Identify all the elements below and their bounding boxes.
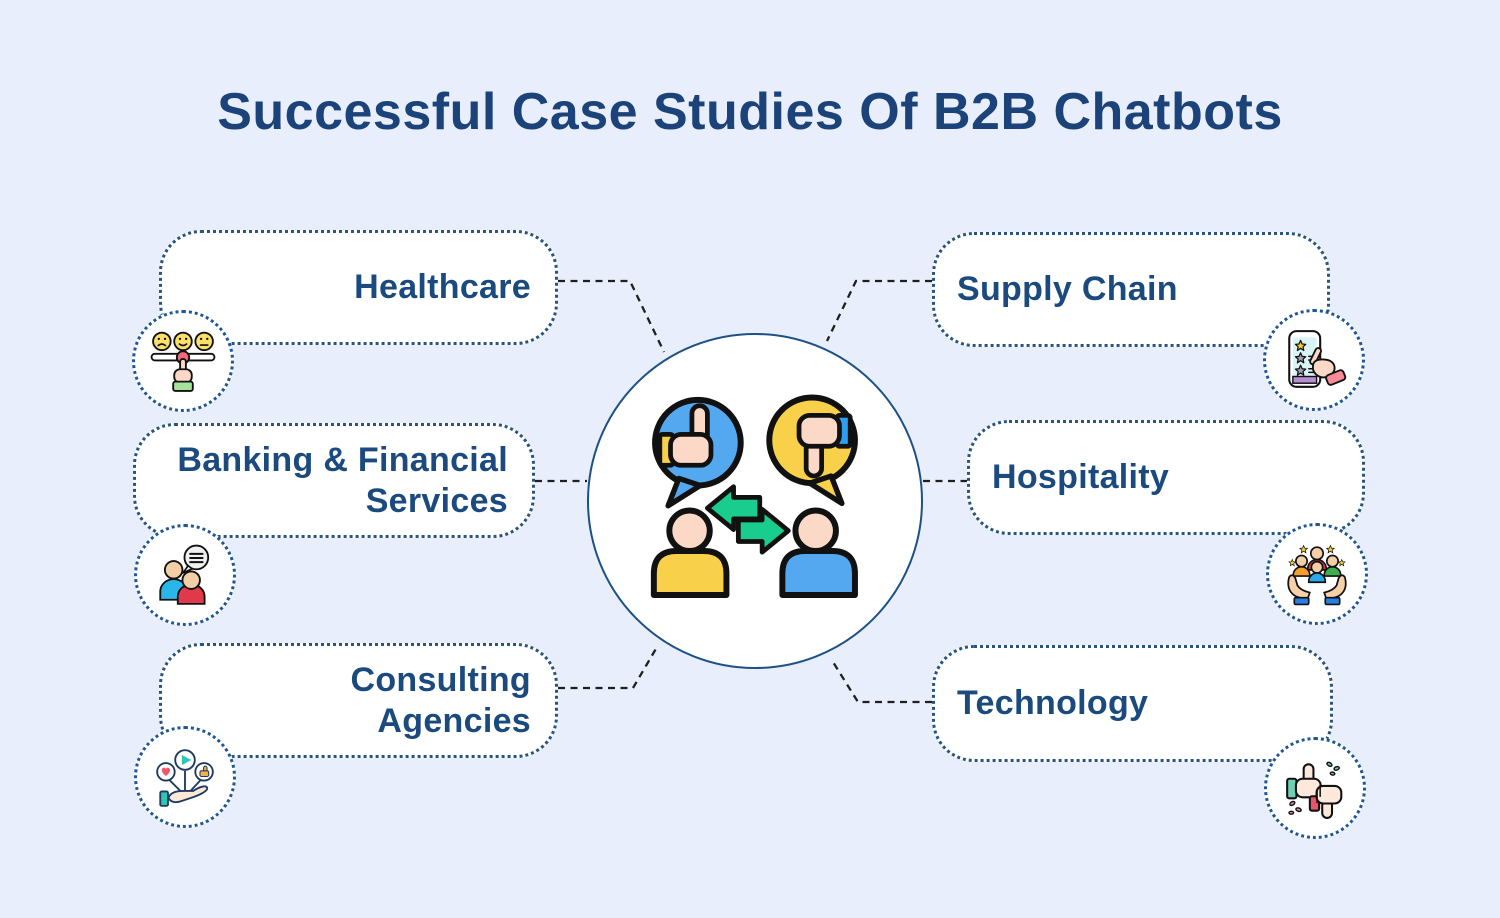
node-hospitality-box: Hospitality [967,420,1365,535]
node-banking-label: Banking & Financial Services [177,440,508,520]
node-technology-label: Technology [957,684,1149,723]
emoji-feedback-slider-icon [150,331,216,392]
connector-healthcare [558,279,666,353]
hospitality-icon-badge [1266,523,1368,625]
technology-icon-badge [1264,737,1366,839]
person-left-head [666,507,713,554]
consulting-icon-badge [134,726,236,828]
connector-supply-chain [825,279,932,342]
thumbs-up-down-icon [1286,761,1343,819]
hand-engagement-icon [156,749,214,807]
node-consulting-label: Consulting Agencies [350,660,531,740]
phone-rating-icon [1288,330,1347,388]
node-supply-chain-box: Supply Chain [932,232,1330,347]
connector-technology [832,661,932,704]
feedback-exchange-illustration [650,394,858,598]
person-right-body [779,548,858,598]
connector-consulting [558,646,658,690]
arrow-right [735,506,791,555]
node-banking-box: Banking & Financial Services [133,423,535,538]
page-title: Successful Case Studies Of B2B Chatbots [217,83,1283,141]
caring-hands-customers-icon [1287,544,1347,606]
person-right-head [792,507,839,554]
center-circle [587,333,923,669]
customers-chat-icon [159,544,210,605]
healthcare-icon-badge [132,310,234,412]
supply-chain-icon-badge [1263,309,1365,411]
node-consulting-box: Consulting Agencies [159,643,558,758]
node-technology-box: Technology [932,645,1333,762]
person-left-body [650,548,730,598]
banking-icon-badge [134,524,236,626]
node-supply-chain-label: Supply Chain [957,270,1178,309]
node-hospitality-label: Hospitality [992,458,1170,497]
node-healthcare-label: Healthcare [354,268,531,307]
node-healthcare-box: Healthcare [159,230,558,345]
